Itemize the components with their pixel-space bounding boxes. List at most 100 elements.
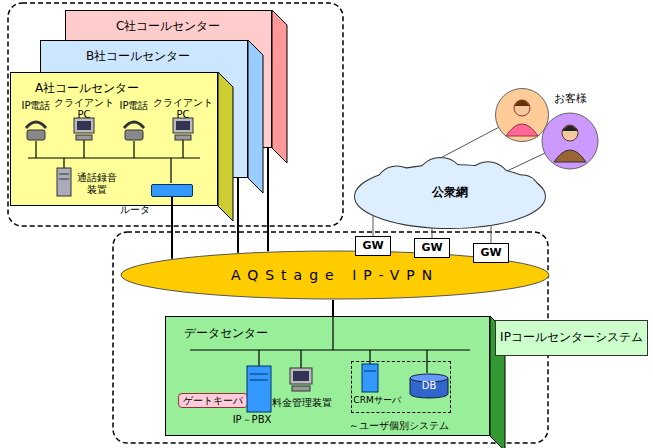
server-body (362, 364, 378, 392)
billing-pc-icon (290, 368, 312, 391)
customer-person (506, 100, 538, 136)
label-holder: 料金管理装置 (268, 397, 336, 409)
label-holder: 通話録音装置 (75, 172, 119, 195)
connector (171, 197, 173, 259)
node-text: DB (422, 380, 437, 392)
lan-drop (426, 350, 427, 373)
pc-base (292, 386, 310, 391)
cloud-outline (466, 162, 511, 207)
pbx-server-icon (247, 366, 271, 412)
node-text: お客様 (554, 93, 587, 106)
connector (432, 227, 433, 238)
lan-drop (182, 140, 183, 158)
lan-drop (332, 317, 333, 350)
lan-drop (300, 350, 301, 368)
node-text: A社コールセンター (35, 82, 139, 96)
pc-monitor (173, 118, 193, 133)
device-label: クライアント PC (151, 97, 215, 120)
phone-handset (124, 122, 144, 128)
connector (267, 148, 269, 251)
node-text: B社コールセンター (86, 50, 190, 64)
person-hair (514, 100, 530, 106)
lan-wires (28, 140, 470, 373)
network-cloud: 公衆網 (355, 158, 545, 228)
cloud-outline (505, 176, 540, 211)
cloud-fill (376, 166, 418, 208)
label-holder: CRMサーバ (348, 395, 406, 405)
dashed-region (113, 232, 548, 443)
pc-screen (77, 121, 91, 130)
router-box: ルータ (151, 184, 193, 197)
customer-person (554, 125, 586, 162)
phone-handset (26, 122, 46, 128)
server-slot (364, 371, 376, 372)
lan-drop (35, 141, 36, 158)
crm-server-icon (362, 364, 378, 392)
pc-monitor (290, 368, 312, 384)
person-head (562, 125, 578, 141)
node-text: GW (480, 247, 501, 260)
customer-circle (542, 113, 598, 169)
cloud-fill (466, 162, 511, 207)
ip-phone-icon (124, 122, 144, 140)
pc-screen (176, 121, 190, 130)
recorder-slot (59, 179, 69, 180)
pc-monitor (74, 118, 94, 133)
cloud-outline (376, 166, 418, 208)
node-text: ルータ (120, 204, 150, 216)
system-title-box: IPコールセンターシステム (495, 320, 648, 356)
node-text: GW (362, 240, 383, 253)
label-holder: IP電話 (18, 100, 54, 112)
node-text: C社コールセンター (116, 20, 220, 34)
dashed-region (8, 3, 343, 226)
lan-drop (369, 350, 370, 364)
lan-drop (63, 158, 64, 168)
label-holder: IP電話 (116, 100, 152, 112)
cloud-fill (416, 158, 465, 207)
phone-base (27, 130, 45, 140)
device-label: CRMサーバ (348, 395, 406, 405)
box-side-face (272, 10, 287, 163)
label-holder: IP－PBX (222, 414, 282, 426)
device-label: クライアント PC (52, 97, 116, 120)
label-holder: クライアント PC (52, 97, 116, 120)
lan-bus (28, 157, 200, 158)
cloud-fill (505, 176, 540, 211)
node-text: ～ユーザ個別システム (349, 420, 449, 432)
node-text: データセンター (184, 327, 268, 341)
gateway-box: GW (473, 243, 509, 263)
connector (373, 215, 374, 236)
ip-phone-icon (26, 122, 46, 140)
label-holder: クライアント PC (151, 97, 215, 120)
recorder-icon (57, 168, 71, 196)
connector (237, 178, 239, 253)
device-label: IP電話 (116, 100, 152, 112)
recorder-body (57, 168, 71, 196)
person-head (514, 100, 530, 116)
person-hair (562, 126, 578, 132)
node-text: AQStage IP-VPN (231, 267, 439, 283)
box-side-face (248, 40, 263, 193)
database-cylinder: DB (410, 374, 448, 398)
lan-drop (258, 350, 259, 366)
node-text: 公衆網 (432, 186, 468, 200)
gateway-box: GW (355, 236, 391, 256)
person-body (554, 150, 586, 162)
pc-screen (293, 371, 309, 381)
device-label: IP電話 (18, 100, 54, 112)
phone-base (125, 130, 143, 140)
node-text: GW (421, 242, 442, 255)
node-text: ゲートキーパ (183, 395, 243, 407)
pc-icon (173, 118, 193, 140)
recorder-slot (59, 174, 69, 175)
data-center-box: データセンターゲートキーパ ～ユーザ個別システム DB (165, 316, 490, 436)
device-label: IP－PBX (222, 414, 282, 426)
connector (491, 225, 492, 243)
gateway-box: GW (414, 238, 450, 258)
lan-bus (190, 349, 470, 350)
person-body (506, 124, 538, 136)
lan-drop (170, 158, 171, 183)
server-slot (250, 380, 268, 381)
